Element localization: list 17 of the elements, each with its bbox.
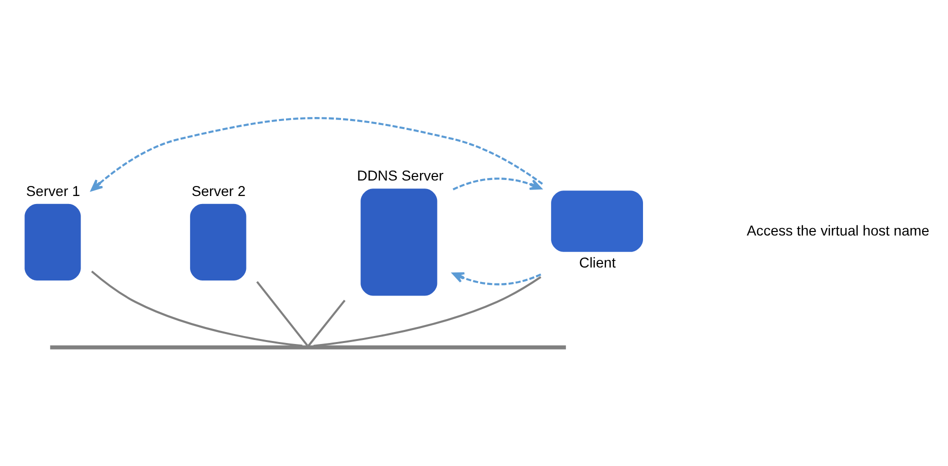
label: Access the virtual host name — [746, 222, 929, 239]
connector — [90, 270, 302, 346]
node-box — [550, 190, 642, 252]
arrow — [452, 272, 541, 285]
node-label: DDNS Server — [356, 168, 444, 184]
connector — [307, 299, 346, 346]
connector — [312, 276, 541, 346]
arrow — [452, 177, 542, 190]
node-box — [24, 203, 80, 280]
node-bar — [50, 344, 566, 349]
node-label: Server 1 — [26, 183, 80, 200]
arrow — [90, 116, 542, 191]
node-label: Server 2 — [191, 183, 246, 200]
node-box — [190, 203, 246, 280]
connector — [256, 280, 308, 346]
node-box — [360, 188, 437, 296]
node-label: Client — [578, 254, 616, 271]
